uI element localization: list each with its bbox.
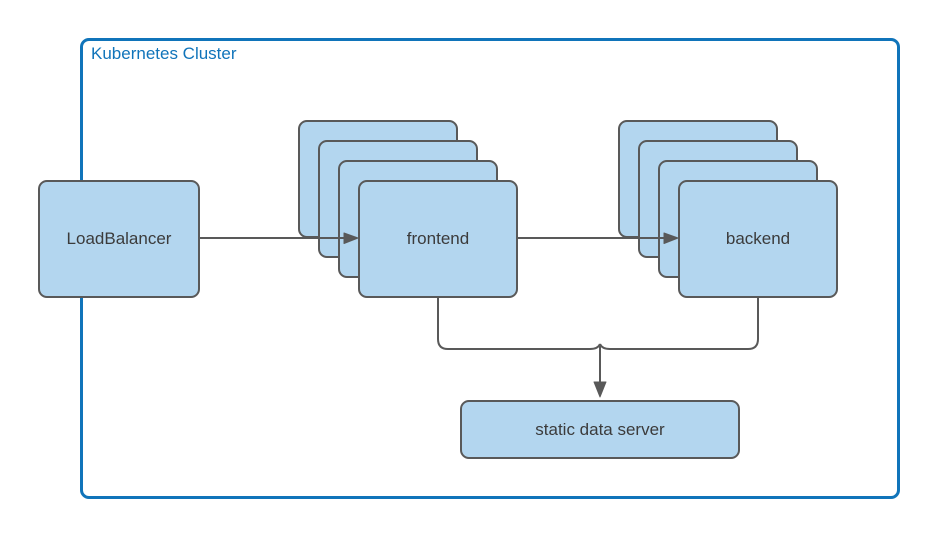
node-loadbalancer-label: LoadBalancer [66,229,172,248]
node-loadbalancer: LoadBalancer [38,180,200,298]
cluster-label: Kubernetes Cluster [91,44,237,63]
node-static-data-server-label: static data server [535,419,665,439]
node-static-data-server: static data server [460,400,740,459]
node-backend-label: backend [725,229,791,248]
node-frontend-label: frontend [406,229,470,248]
node-frontend: frontend [358,180,518,298]
node-backend: backend [678,180,838,298]
node-group-backend: backend [618,120,839,299]
node-group-frontend: frontend [298,120,519,299]
